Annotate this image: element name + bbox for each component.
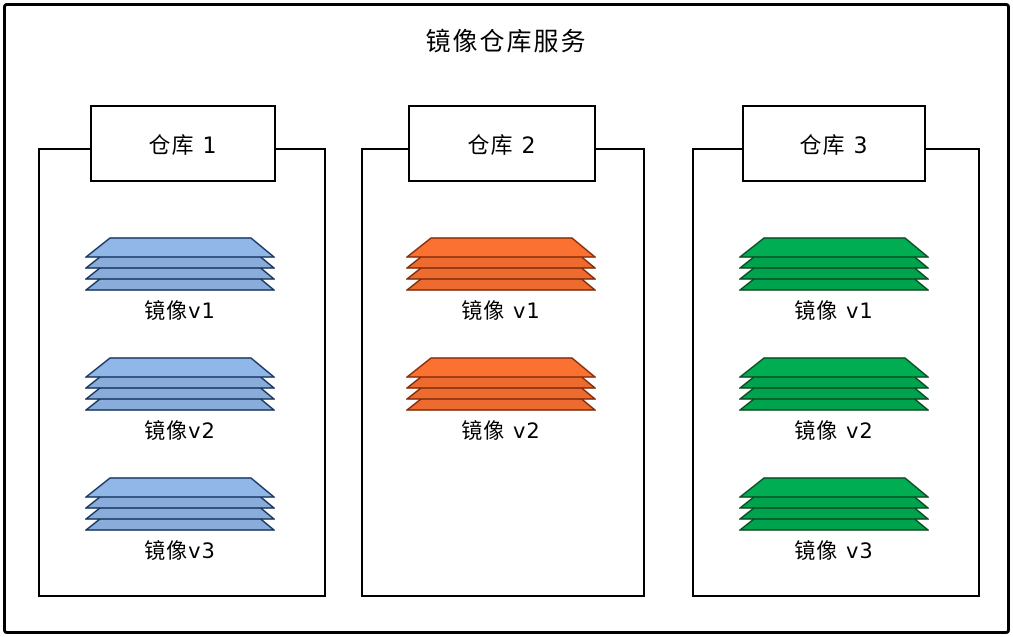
repo-label-2: 仓库 2 bbox=[408, 105, 596, 182]
repo-label-1: 仓库 1 bbox=[90, 105, 276, 182]
image-layer bbox=[85, 237, 275, 258]
image-label: 镜像v3 bbox=[144, 539, 216, 563]
repo-label-1-text: 仓库 1 bbox=[148, 133, 218, 159]
image-stack bbox=[406, 237, 596, 291]
image-stack bbox=[739, 357, 929, 411]
image-stack bbox=[85, 237, 275, 291]
image-stack bbox=[739, 477, 929, 531]
image-label: 镜像 v1 bbox=[794, 299, 874, 323]
image-label: 镜像 v1 bbox=[461, 299, 541, 323]
image-stack-graphic bbox=[406, 237, 596, 291]
diagram-title: 镜像仓库服务 bbox=[425, 27, 588, 56]
image-stack bbox=[85, 357, 275, 411]
image-stack-graphic bbox=[739, 237, 929, 291]
repo-label-3-text: 仓库 3 bbox=[799, 133, 869, 159]
image-stack-graphic bbox=[739, 357, 929, 411]
repo-label-2-text: 仓库 2 bbox=[467, 133, 537, 159]
repo-label-3: 仓库 3 bbox=[742, 105, 926, 182]
image-layer bbox=[85, 357, 275, 378]
image-label: 镜像 v3 bbox=[794, 539, 874, 563]
repo-box-2 bbox=[361, 148, 645, 597]
image-layer bbox=[406, 357, 596, 378]
image-layer bbox=[85, 477, 275, 498]
image-label: 镜像 v2 bbox=[794, 419, 874, 443]
image-layer bbox=[739, 357, 929, 378]
image-stack-graphic bbox=[739, 477, 929, 531]
image-label: 镜像v2 bbox=[144, 419, 216, 443]
image-stack-graphic bbox=[85, 477, 275, 531]
image-stack bbox=[85, 477, 275, 531]
image-stack-graphic bbox=[85, 237, 275, 291]
image-stack-graphic bbox=[406, 357, 596, 411]
image-label: 镜像 v2 bbox=[461, 419, 541, 443]
image-label: 镜像v1 bbox=[144, 299, 216, 323]
image-layer bbox=[406, 237, 596, 258]
image-stack bbox=[406, 357, 596, 411]
image-layer bbox=[739, 477, 929, 498]
image-stack-graphic bbox=[85, 357, 275, 411]
image-layer bbox=[739, 237, 929, 258]
image-stack bbox=[739, 237, 929, 291]
